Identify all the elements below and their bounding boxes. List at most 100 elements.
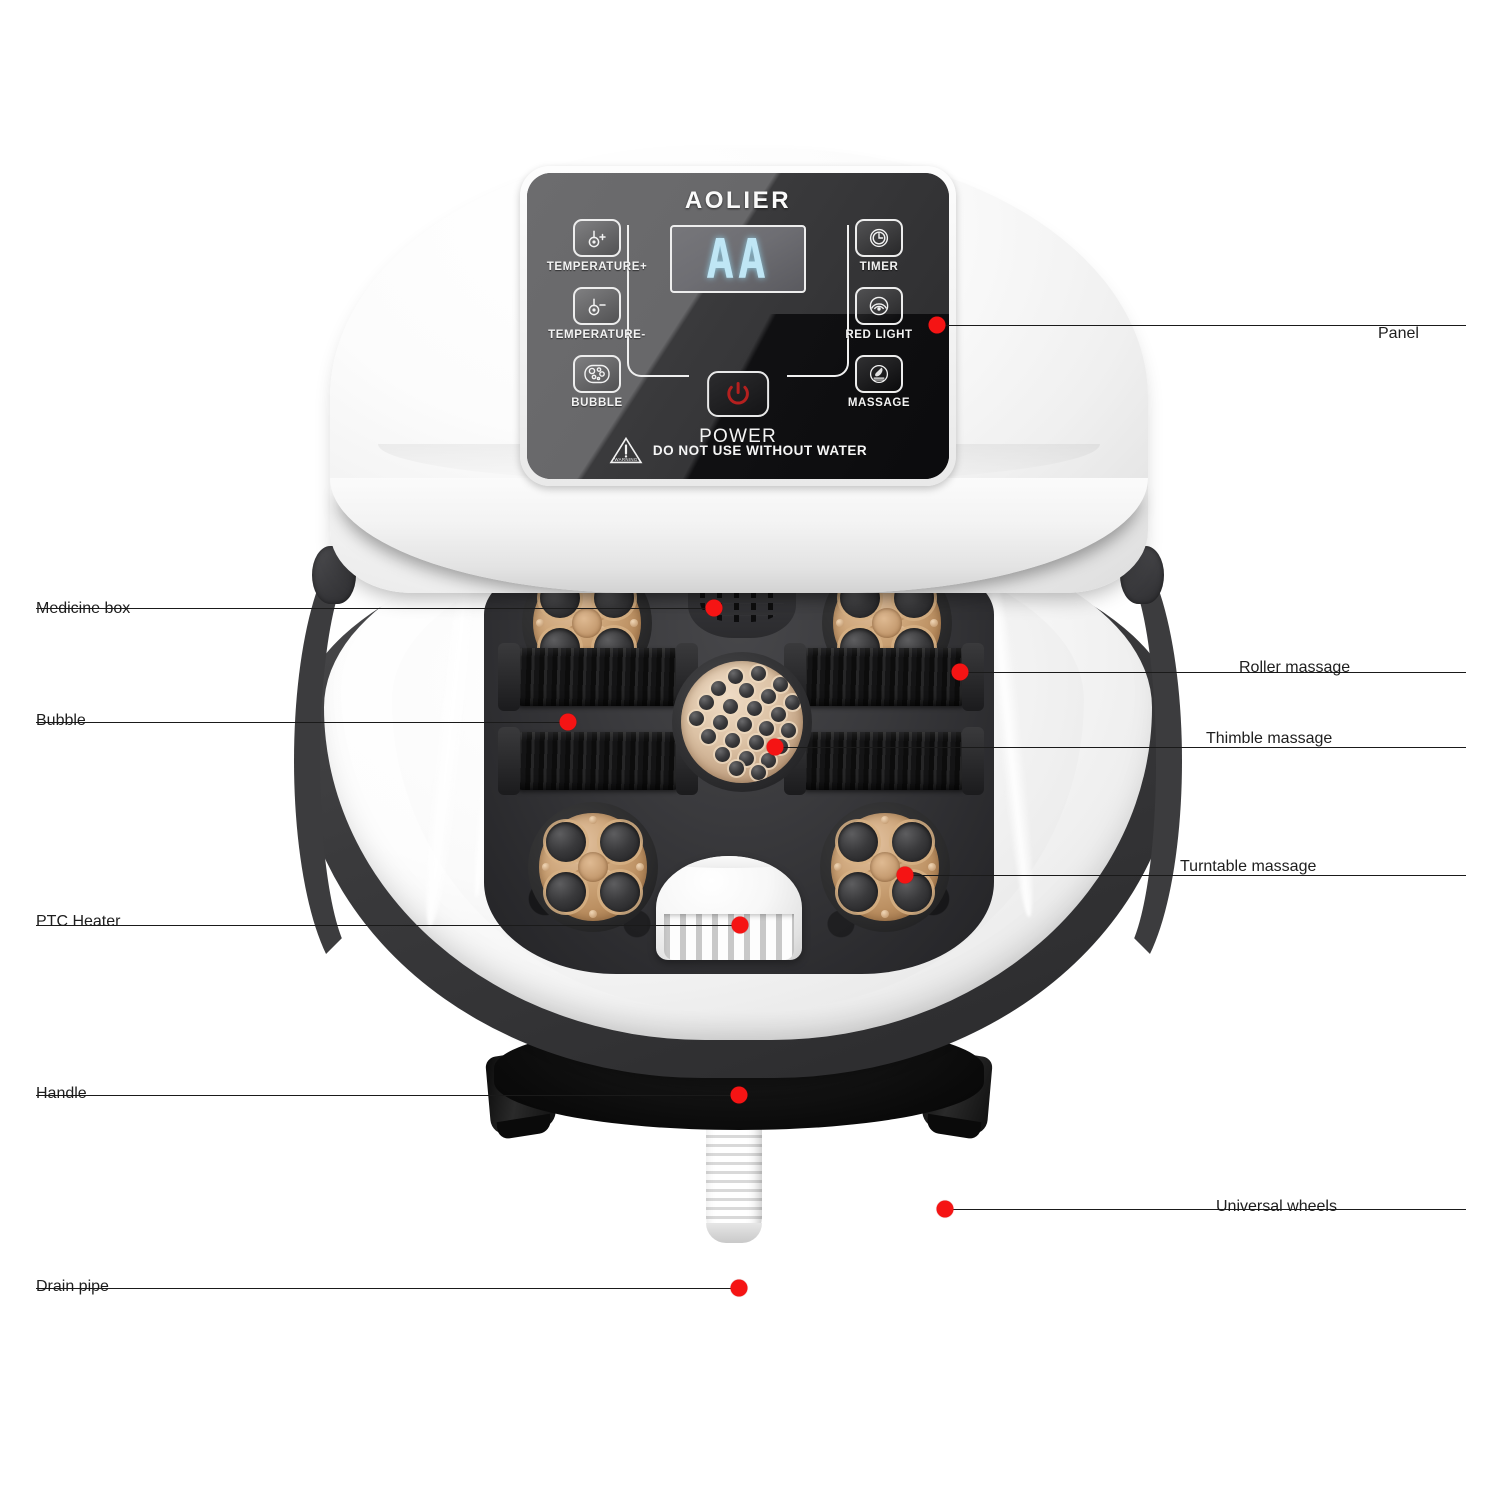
- thimble-nub: [728, 669, 743, 684]
- thimble-nub: [739, 683, 754, 698]
- callout-label: Bubble: [36, 712, 86, 729]
- thimble-nub: [689, 711, 704, 726]
- foot-spa-illustration: AOLIER AA: [288, 148, 1188, 1308]
- timer-button[interactable]: TIMER: [823, 219, 935, 273]
- thimble-nub: [713, 715, 728, 730]
- warning-triangle-icon: WARNING: [609, 436, 643, 464]
- turntable-massage-disc: [820, 802, 950, 932]
- control-panel[interactable]: AOLIER AA: [527, 173, 949, 479]
- warning-text: DO NOT USE WITHOUT WATER: [652, 442, 868, 458]
- temperature-down-button[interactable]: TEMPERATURE-: [541, 287, 653, 341]
- svg-text:WARNING: WARNING: [614, 457, 637, 462]
- panel-bracket-right: [787, 225, 849, 377]
- thimble-nub: [773, 677, 788, 692]
- thimble-nub: [781, 723, 796, 738]
- thimble-nub: [723, 699, 738, 714]
- callout-leader-line: [962, 672, 1466, 673]
- clock-icon: [855, 219, 903, 257]
- massage-roller: [784, 643, 984, 711]
- callout-leader-line: [940, 325, 1466, 326]
- thimble-nub: [771, 707, 786, 722]
- power-label: POWER: [699, 426, 777, 447]
- thimble-nub: [715, 747, 730, 762]
- callout-label: PTC Heater: [36, 913, 121, 930]
- callout-leader-line: [36, 1288, 737, 1289]
- callout-marker-dot: [951, 663, 969, 681]
- handle-right: [1050, 536, 1182, 986]
- thimble-nub: [761, 753, 776, 768]
- callout-leader-line: [778, 747, 1466, 748]
- callout-marker-dot: [936, 1200, 954, 1218]
- button-label: TIMER: [859, 261, 899, 273]
- callout-marker-dot: [559, 713, 577, 731]
- thimble-nub: [751, 666, 766, 681]
- thimble-nub: [725, 733, 740, 748]
- thimble-nub: [701, 729, 716, 744]
- power-button[interactable]: [707, 371, 769, 417]
- callout-label: Roller massage: [1239, 659, 1351, 676]
- thimble-nub: [759, 721, 774, 736]
- massage-roller: [498, 727, 698, 795]
- callout-marker-dot: [896, 866, 914, 884]
- basin-floor: [484, 556, 994, 974]
- callout-marker-dot: [705, 599, 723, 617]
- callout-leader-line: [36, 722, 566, 723]
- thimble-nub: [747, 701, 762, 716]
- callout-leader-line: [36, 925, 737, 926]
- thimble-nub: [739, 751, 754, 766]
- callout-leader-line: [36, 608, 712, 609]
- thimble-nub: [761, 689, 776, 704]
- callout-leader-line: [948, 1209, 1466, 1210]
- thermometer-minus-icon: [573, 287, 621, 325]
- panel-buttons-right: TIMER RED LIGHT: [823, 219, 935, 423]
- temperature-up-button[interactable]: TEMPERATURE+: [541, 219, 653, 273]
- button-label: MASSAGE: [847, 397, 911, 409]
- callout-marker-dot: [766, 738, 784, 756]
- bubbles-icon: [573, 355, 621, 393]
- callout-marker-dot: [730, 1086, 748, 1104]
- thimble-nub: [729, 761, 744, 776]
- callout-label: Turntable massage: [1180, 858, 1317, 875]
- callout-label: Handle: [36, 1085, 87, 1102]
- light-waves-icon: [855, 287, 903, 325]
- heater-vents: [664, 914, 794, 960]
- massage-roller: [784, 727, 984, 795]
- callout-label: Thimble massage: [1206, 730, 1333, 747]
- panel-buttons-left: TEMPERATURE+ TEMPERATURE-: [541, 219, 653, 423]
- thermometer-plus-icon: [573, 219, 621, 257]
- callout-leader-line: [36, 1095, 737, 1096]
- callout-marker-dot: [730, 1279, 748, 1297]
- button-label: TEMPERATURE-: [548, 329, 646, 341]
- button-label: TEMPERATURE+: [546, 261, 648, 273]
- thimble-nub: [749, 735, 764, 750]
- massage-button[interactable]: MASSAGE: [823, 355, 935, 409]
- thimble-nub: [737, 717, 752, 732]
- callout-marker-dot: [731, 916, 749, 934]
- power-icon: [727, 382, 749, 405]
- handle-left: [294, 536, 426, 986]
- brand-logo: AOLIER: [684, 187, 792, 214]
- thimble-nub: [699, 695, 714, 710]
- panel-bracket-left: [627, 225, 689, 377]
- callout-label: Universal wheels: [1216, 1198, 1337, 1215]
- control-panel-bezel: AOLIER AA: [520, 166, 956, 486]
- thimble-massage-disc: [672, 652, 812, 792]
- warning-row: WARNING DO NOT USE WITHOUT WATER: [527, 435, 949, 465]
- thimble-nub: [785, 695, 800, 710]
- foot-icon: [855, 355, 903, 393]
- callout-label: Panel: [1378, 325, 1419, 342]
- ptc-heater-cap: [656, 856, 802, 960]
- power-control: POWER: [699, 371, 777, 448]
- button-label: BUBBLE: [571, 397, 623, 409]
- bubble-button[interactable]: BUBBLE: [541, 355, 653, 409]
- callout-label: Medicine box: [36, 600, 131, 617]
- thimble-nub: [711, 681, 726, 696]
- callout-leader-line: [908, 875, 1466, 876]
- turntable-massage-disc: [528, 802, 658, 932]
- thimble-nub: [751, 765, 766, 780]
- button-label: RED LIGHT: [845, 329, 913, 341]
- red-light-button[interactable]: RED LIGHT: [823, 287, 935, 341]
- massage-roller: [498, 643, 698, 711]
- callout-label: Drain pipe: [36, 1278, 109, 1295]
